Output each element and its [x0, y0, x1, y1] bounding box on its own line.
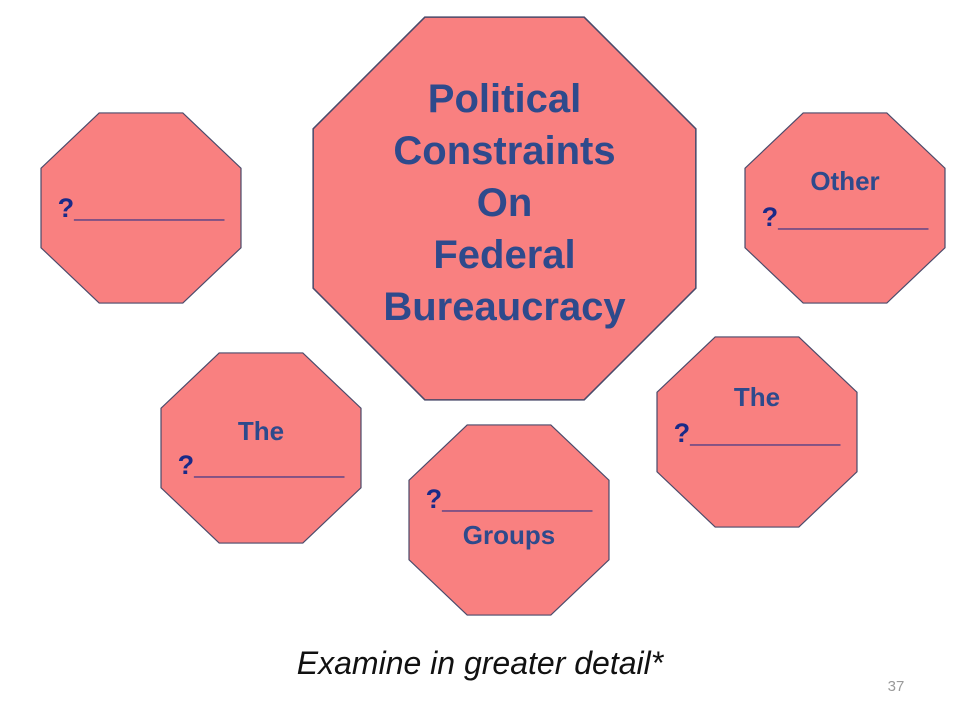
- octagon-shape: [408, 424, 610, 616]
- octagon-bottom-center: ?__________ Groups: [408, 424, 610, 616]
- octagon-bottom-left: The ?__________: [160, 352, 362, 544]
- octagon-shape: [312, 16, 697, 401]
- blank-line: ?__________: [761, 202, 929, 232]
- octagon-bottom-right: The ?__________: [656, 336, 858, 528]
- center-title-line-5: Bureaucracy: [383, 284, 626, 329]
- octagon-shape: [744, 112, 946, 304]
- center-title-line-1: Political: [427, 76, 582, 121]
- footer-note: Examine in greater detail*: [296, 645, 664, 681]
- blank-line: ?__________: [177, 450, 345, 480]
- page-number: 37: [887, 678, 905, 695]
- blank-line: ?__________: [425, 483, 593, 514]
- blank-line: ?__________: [673, 417, 841, 448]
- center-title-line-4: Federal: [433, 232, 576, 277]
- octagon-label: The: [733, 381, 781, 412]
- octagon-shape: [40, 112, 242, 304]
- center-title-line-3: On: [476, 180, 533, 225]
- octagon-label: Other: [810, 166, 880, 196]
- octagon-top-right: Other ?__________: [744, 112, 946, 304]
- octagon-label: Groups: [462, 519, 556, 550]
- center-title-line-2: Constraints: [393, 128, 616, 173]
- blank-line: ?__________: [57, 193, 225, 223]
- octagon-shape: [160, 352, 362, 544]
- octagon-shape: [656, 336, 858, 528]
- octagon-top-left: ?__________: [40, 112, 242, 304]
- octagon-label: The: [237, 416, 285, 446]
- center-octagon: Political Constraints On Federal Bureauc…: [312, 16, 697, 401]
